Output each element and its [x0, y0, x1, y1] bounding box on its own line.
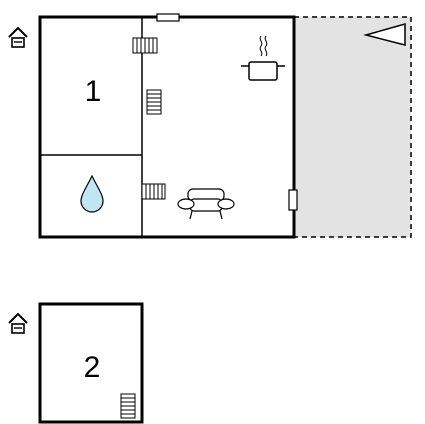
radiator-icon [141, 183, 166, 200]
floor-2-outline [38, 302, 144, 424]
floor-1-outline [38, 15, 296, 239]
cooking-pot-icon [241, 35, 285, 81]
door-terrace [288, 189, 298, 211]
window-top [156, 13, 180, 22]
radiator-icon [146, 89, 162, 115]
water-drop-icon [80, 174, 104, 213]
terrace [294, 16, 412, 238]
armchair-icon [177, 188, 235, 220]
house-icon [8, 312, 28, 334]
direction-triangle-icon [363, 23, 406, 46]
room-label-2: 2 [84, 351, 101, 384]
room-label-1: 1 [85, 75, 102, 108]
radiator-icon [120, 393, 136, 419]
house-icon [8, 26, 28, 48]
radiator-icon [132, 37, 158, 54]
